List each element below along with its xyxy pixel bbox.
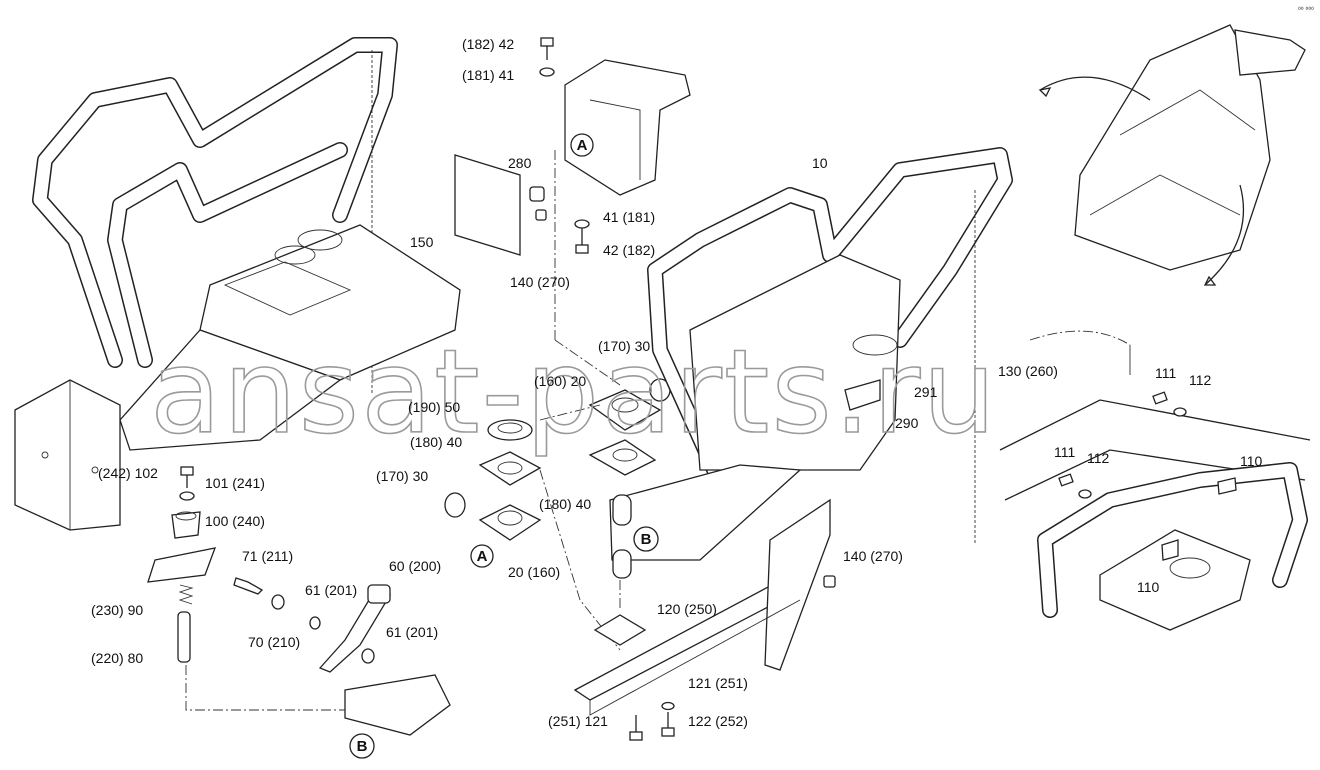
corner-mark: ⁰⁰ ⁰⁰⁰ (1298, 6, 1314, 14)
marker-b-bottom: B (349, 733, 375, 759)
callout-c110b: 110 (1137, 579, 1160, 595)
callout-c140-270a: 140 (270) (510, 274, 570, 290)
callout-c182-42: (182) 42 (462, 36, 514, 52)
nut-140-right (823, 575, 836, 588)
lower-bracket (573, 498, 831, 716)
bolt-122 (661, 712, 675, 737)
callout-c180-40a: (180) 40 (410, 434, 462, 450)
clamp-ring-40-right (588, 439, 657, 476)
svg-text:A: A (577, 137, 588, 154)
callout-c181-41: (181) 41 (462, 67, 514, 83)
marker-a-top: A (570, 133, 594, 157)
callout-c71-211: 71 (211) (242, 548, 293, 564)
bolt-102 (180, 466, 194, 488)
inset-detail-110 (999, 330, 1311, 631)
bolt-121-left (629, 715, 643, 741)
watermark-text: ansat-parts.ru (150, 325, 998, 460)
center-line-2 (539, 469, 621, 651)
callout-c111a: 111 (1155, 365, 1176, 381)
bearing-50 (487, 419, 533, 441)
callout-c110a: 110 (1240, 453, 1263, 469)
callout-c41-181: 41 (181) (603, 209, 655, 225)
callout-c170-30a: (170) 30 (598, 338, 650, 354)
washer-70 (271, 594, 285, 610)
spring-90 (178, 584, 194, 605)
callout-c170-30b: (170) 30 (376, 468, 428, 484)
callout-c190-50: (190) 50 (408, 399, 460, 415)
svg-text:B: B (641, 531, 652, 548)
lever-base-plate (344, 674, 451, 736)
marker-b-pivot: B (633, 526, 659, 552)
callout-c290: 290 (895, 415, 919, 431)
callout-c111b: 111 (1054, 444, 1075, 460)
callout-c251-121: (251) 121 (548, 713, 608, 729)
washer-121 (661, 701, 675, 711)
lower-plate-120 (593, 614, 647, 646)
callout-c120-250: 120 (250) (657, 601, 717, 617)
nut-280 (529, 186, 545, 202)
callout-c101-241: 101 (241) (205, 475, 265, 491)
callout-c100-240: 100 (240) (205, 513, 265, 529)
callout-c112a: 112 (1189, 372, 1212, 388)
lever-60 (318, 584, 391, 673)
bolt-71 (233, 577, 264, 595)
left-railing-assembly (14, 37, 461, 531)
callout-c160-20a: (160) 20 (534, 373, 586, 389)
flange-20-bottom (478, 504, 542, 541)
flange-20-top (588, 389, 662, 431)
callout-c150: 150 (410, 234, 434, 250)
callout-c60-200: 60 (200) (389, 558, 441, 574)
callout-c61-201a: 61 (201) (305, 582, 357, 598)
callout-c70-210: 70 (210) (248, 634, 300, 650)
callout-c20-160: 20 (160) (508, 564, 560, 580)
washer-41-top (539, 67, 555, 77)
washer-41-mid (574, 219, 590, 229)
callout-c291: 291 (914, 384, 938, 400)
callout-c140-270b: 140 (270) (843, 548, 903, 564)
nut-140-top (535, 209, 547, 221)
bushing-100 (171, 511, 201, 539)
callout-c242-102: (242) 102 (98, 465, 158, 481)
callout-c220-80: (220) 80 (91, 650, 143, 666)
lever-plate (147, 547, 217, 583)
callout-c230-90: (230) 90 (91, 602, 143, 618)
callout-c61-201b: 61 (201) (386, 624, 438, 640)
upper-bracket-a (454, 59, 691, 386)
clamp-ring-40-left (478, 451, 542, 486)
svg-text:A: A (477, 548, 488, 565)
callout-c112b: 112 (1087, 450, 1110, 466)
callout-c122-252: 122 (252) (688, 713, 748, 729)
inset-machine-overview (1038, 24, 1306, 286)
callout-labels: (182) 42 (181) 41 41 (181) 42 (182) 280 140 (… (91, 36, 1263, 729)
center-line-b (185, 665, 410, 711)
callout-c10: 10 (812, 155, 828, 171)
callout-c42-182: 42 (182) (603, 242, 655, 258)
bushing-30-left (444, 492, 466, 518)
callout-c121-251a: 121 (251) (688, 675, 748, 691)
washer-101 (179, 491, 195, 501)
svg-text:B: B (357, 738, 368, 755)
callout-c280: 280 (508, 155, 532, 171)
washer-61-a (309, 616, 321, 630)
callout-c130-260: 130 (260) (998, 363, 1058, 379)
pin-80 (177, 611, 191, 663)
bolt-42-mid (575, 228, 589, 254)
callout-c180-40b: (180) 40 (539, 496, 591, 512)
washer-61-b (361, 648, 375, 664)
marker-a-bottom: A (470, 544, 494, 568)
bolt-42-top (540, 37, 554, 60)
